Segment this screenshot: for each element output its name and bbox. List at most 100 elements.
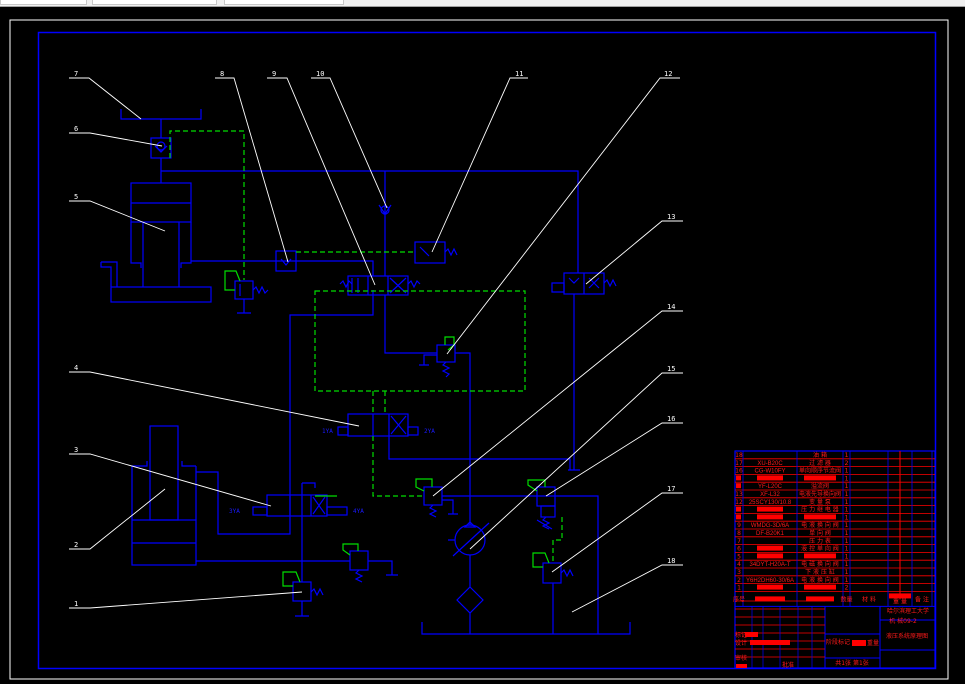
part-name: 电 磁 换 向 阀 (801, 560, 839, 568)
part-name: 变 量 泵 (809, 498, 831, 506)
part-qty: 1 (845, 522, 849, 529)
part-number: 12 (735, 499, 743, 506)
redacted-cell (736, 475, 741, 481)
redacted-cell (745, 632, 758, 637)
part-qty: 1 (845, 483, 849, 490)
callout-8: 8 (220, 70, 224, 78)
part-qty: 2 (845, 460, 849, 467)
toolbar-field[interactable] (92, 0, 217, 5)
part-number: 13 (735, 491, 743, 498)
part-code: XU-B20C (757, 461, 783, 467)
pilot-check-valve-6 (150, 137, 172, 159)
part-code: 25SCY130/10.8 (749, 500, 792, 506)
component-7 (120, 109, 202, 138)
redacted-cell (852, 640, 866, 646)
header-remark: 备 注 (915, 595, 929, 603)
callout-labels: 7 6 5 8 9 10 11 12 13 4 3 2 1 14 15 16 1… (74, 70, 675, 608)
part-number: 9 (737, 522, 741, 529)
part-name: 电液先导换向阀 (799, 490, 841, 498)
part-name: 电 液 换 向 阀 (801, 576, 839, 584)
redacted-cell (757, 506, 783, 512)
part-number: 17 (735, 460, 743, 467)
header-no: 序号 (733, 595, 745, 603)
part-qty: 1 (845, 491, 849, 498)
drawing-title: 液压系统原理图 (886, 632, 928, 640)
part-name: 单 向 阀 (809, 529, 831, 537)
header-material: 材 料 (862, 595, 876, 603)
part-name: 液 控 单 向 阀 (801, 545, 839, 553)
part-qty: 1 (845, 546, 849, 553)
weight-label: 重量 (867, 639, 879, 647)
outer-frame (9, 19, 949, 680)
part-qty: 1 (845, 577, 849, 584)
inner-frame (37, 31, 937, 670)
pilot-lines-solid (224, 270, 550, 587)
redacted-cell (804, 553, 836, 559)
callout-7: 7 (74, 70, 78, 78)
redacted-cell (736, 514, 741, 520)
part-name: 过 滤 器 (809, 459, 831, 467)
sheets-label: 共1张 第1张 (835, 659, 869, 667)
part-qty: 1 (845, 553, 849, 560)
part-qty: 1 (845, 475, 849, 482)
title-block-frame (734, 450, 936, 669)
school-name: 哈尔滨理工大学 (887, 607, 929, 615)
part-number: 6 (737, 546, 741, 553)
valve-17 (542, 562, 574, 634)
cylinder-2 (131, 425, 197, 566)
part-number: 8 (737, 530, 741, 537)
relief-valve-1 (292, 581, 324, 617)
relief-valve-14 (423, 486, 458, 518)
redacted-cell (804, 514, 836, 520)
toolbar-field[interactable] (224, 0, 344, 5)
part-number: 1 (737, 585, 741, 592)
redacted-cell (750, 640, 790, 645)
part-qty: 1 (845, 452, 849, 459)
pilot-lines (169, 130, 563, 563)
callout-13: 13 (667, 213, 675, 221)
part-qty: 1 (845, 507, 849, 514)
review-label: 审核 (735, 654, 747, 662)
relief-valve-lower (349, 550, 398, 583)
solenoid-3ya: 3YA (229, 508, 240, 515)
part-name: 油 箱 (813, 451, 827, 459)
callout-16: 16 (667, 415, 675, 423)
part-code: YF-L20C (758, 484, 783, 490)
design-label: 设计 (735, 639, 747, 647)
part-code: CG-W10FY (754, 469, 785, 475)
mark-label: 标记 (735, 631, 747, 639)
redacted-cell (755, 596, 785, 602)
callout-14: 14 (667, 303, 675, 311)
part-code: 34DYT-H20A-T (749, 562, 790, 568)
directional-valve-9 (339, 275, 421, 296)
callout-11: 11 (515, 70, 523, 78)
redacted-cell (736, 506, 741, 512)
redacted-cell (736, 664, 747, 668)
leader-lines (69, 77, 683, 613)
cad-drawing-canvas[interactable]: 7 6 5 8 9 10 11 12 13 4 3 2 1 14 15 16 1… (0, 7, 965, 684)
solenoid-2ya: 2YA (424, 428, 435, 435)
redacted-cell (736, 483, 741, 489)
filter (456, 586, 484, 614)
part-name: 压 力 继 电 器 (801, 506, 839, 514)
redacted-cell (757, 584, 783, 590)
callout-6: 6 (74, 125, 78, 133)
redacted-cell (757, 475, 783, 481)
callout-17: 17 (667, 485, 675, 493)
redacted-cell (804, 475, 836, 481)
part-qty: 1 (845, 499, 849, 506)
check-valve-8 (275, 250, 297, 272)
solenoid-valve-3 (252, 494, 348, 517)
part-code: XF-L32 (760, 492, 780, 498)
callout-15: 15 (667, 365, 675, 373)
approve-label: 批准 (782, 661, 794, 669)
pressure-switch-11 (414, 241, 446, 264)
part-code: DF-B20K1 (756, 531, 785, 537)
cylinder-5 (100, 182, 212, 303)
relief-valve-upper (234, 280, 269, 314)
part-qty: 1 (845, 569, 849, 576)
window-toolbar (0, 0, 965, 7)
toolbar-field[interactable] (0, 0, 87, 5)
callout-9: 9 (272, 70, 276, 78)
